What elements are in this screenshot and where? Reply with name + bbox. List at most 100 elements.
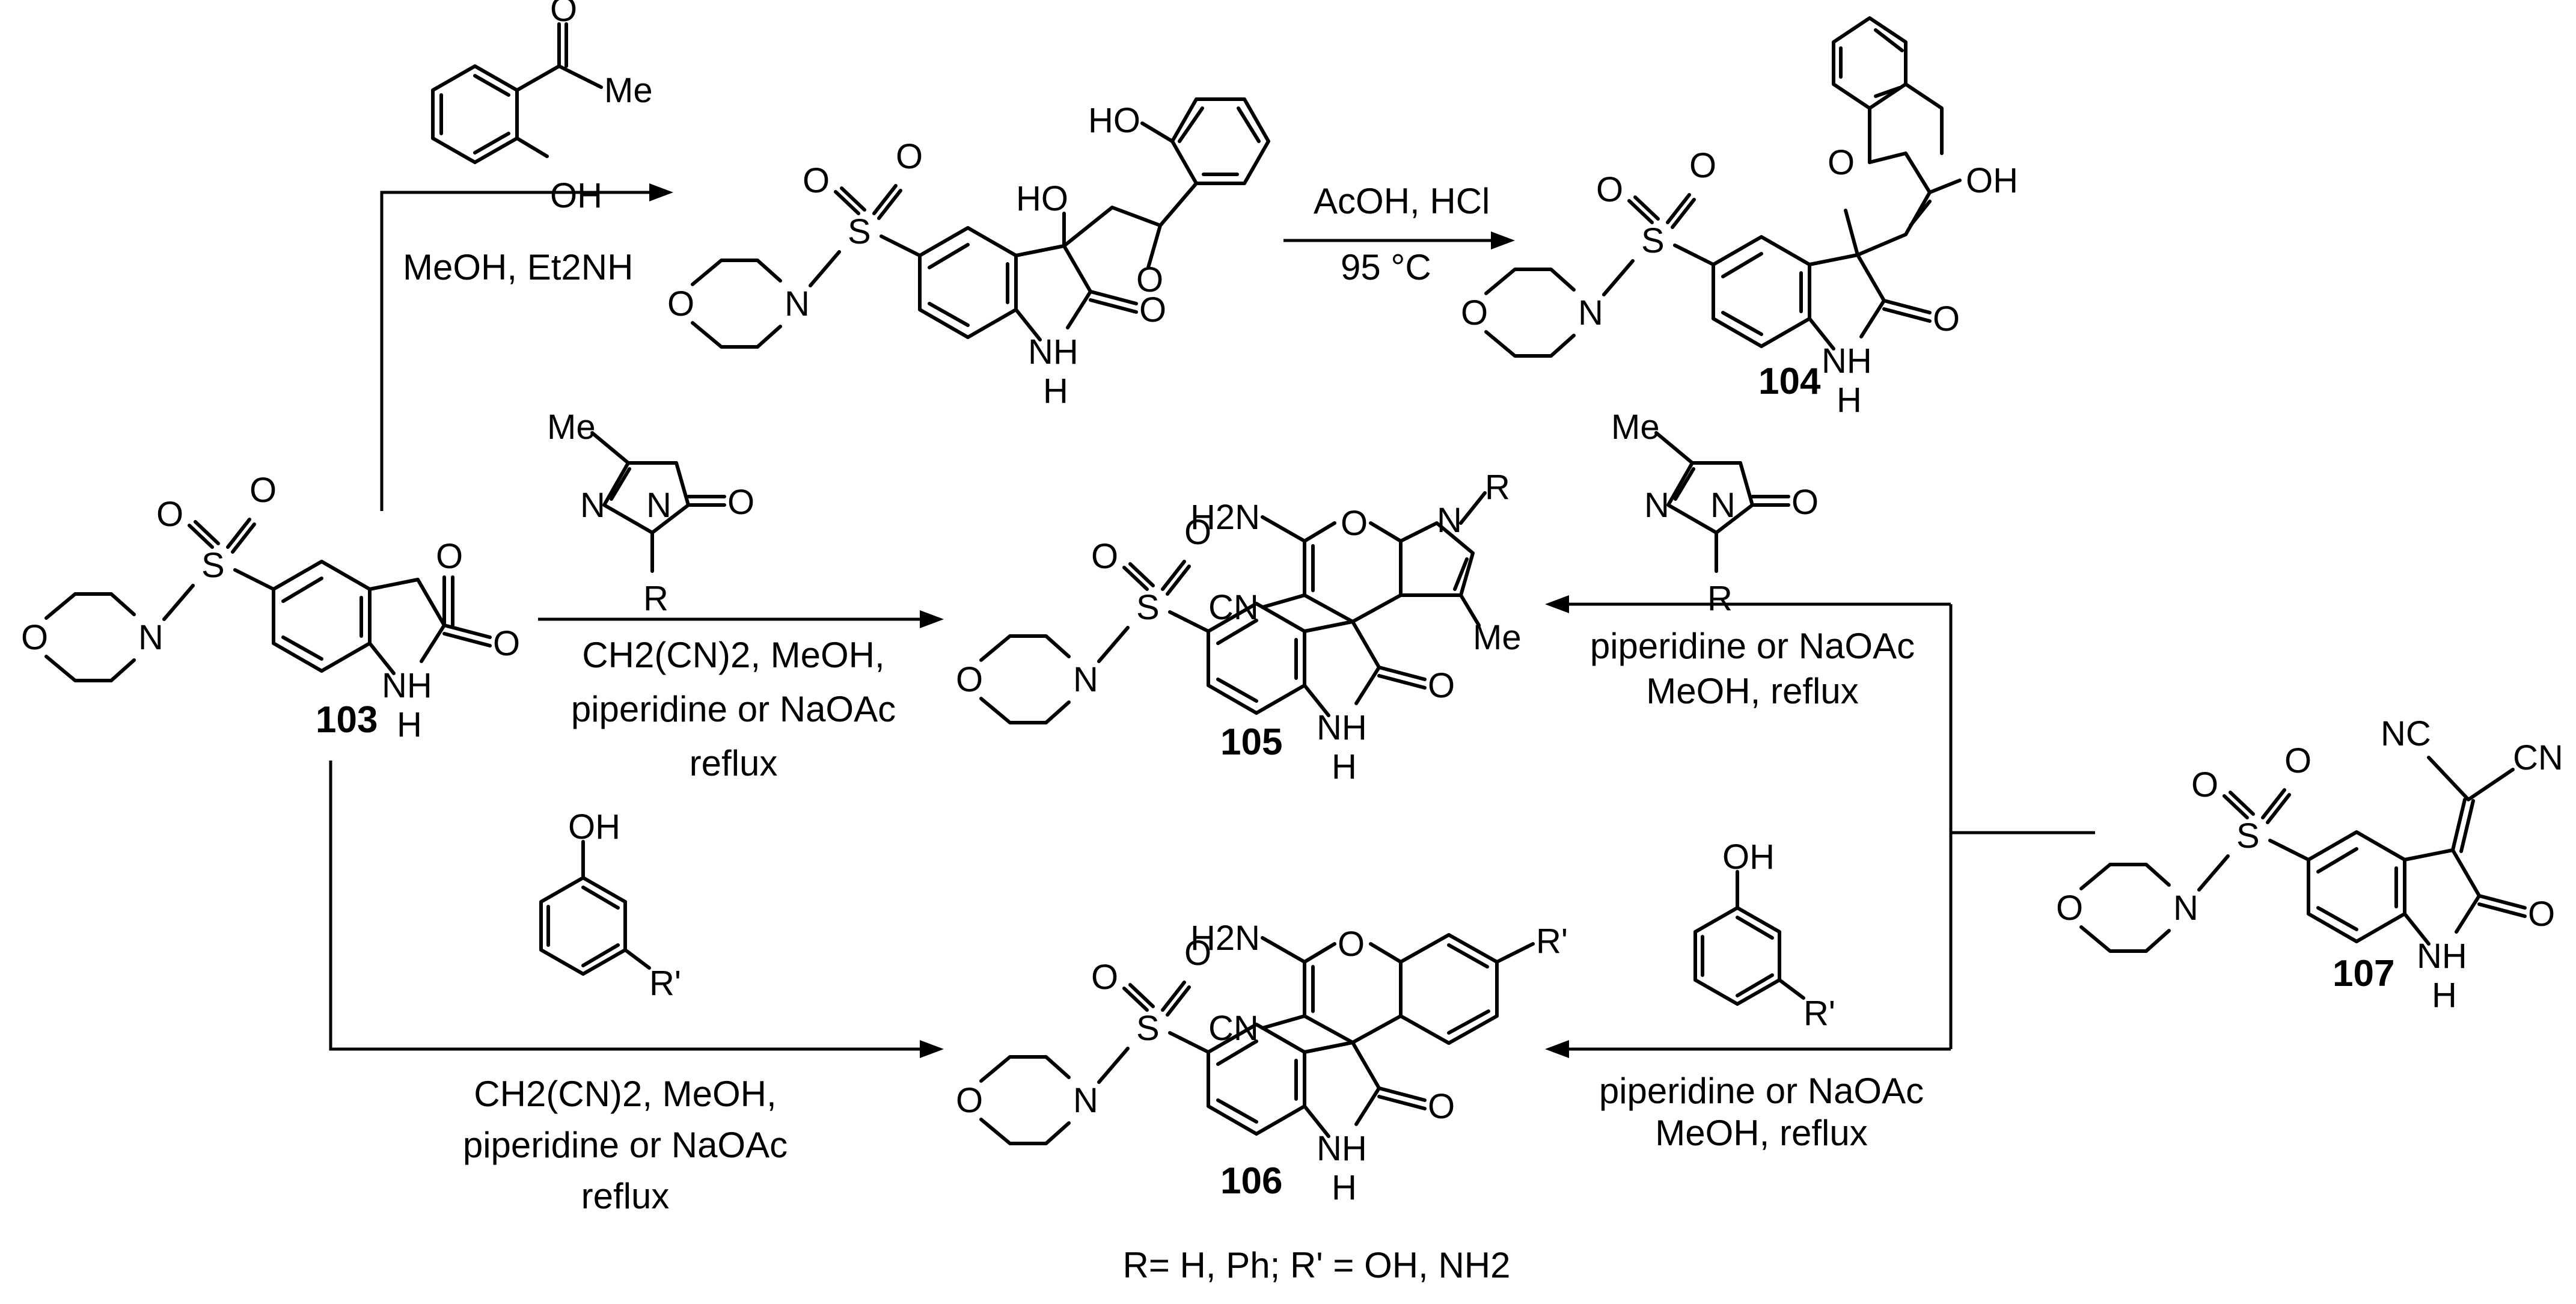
svg-text:R: R (643, 579, 668, 618)
svg-text:O: O (1184, 513, 1211, 552)
svg-text:Me: Me (547, 408, 596, 447)
svg-text:H: H (1332, 1168, 1357, 1207)
svg-text:NH: NH (1822, 341, 1872, 381)
svg-text:H: H (1332, 747, 1357, 786)
svg-text:OH: OH (1966, 161, 2018, 200)
reagent-phenol-left: OH R' (541, 807, 681, 1003)
svg-text:S: S (1641, 221, 1665, 260)
svg-text:S: S (1136, 588, 1160, 627)
svg-text:N: N (1437, 501, 1462, 540)
svg-text:H2N: H2N (1190, 498, 1260, 537)
keto-o-103: O (436, 537, 463, 576)
svg-text:S: S (848, 212, 871, 251)
label-106: 106 (1220, 1160, 1282, 1202)
svg-text:O: O (956, 660, 983, 699)
svg-text:O: O (2528, 895, 2555, 934)
svg-text:O: O (1139, 290, 1166, 329)
svg-text:NH: NH (1317, 1129, 1367, 1168)
nh-103: NH (382, 666, 432, 705)
arrow-103-to-106 (329, 761, 926, 1051)
svg-text:OH: OH (568, 807, 620, 846)
svg-text:R: R (1707, 579, 1733, 618)
cond-bot-right-1: piperidine or NaOAc (1599, 1071, 1924, 1111)
sulfonyl-o2-103: O (249, 471, 277, 510)
svg-text:H: H (1837, 381, 1862, 420)
cond-top-left: MeOH, Et2NH (403, 247, 633, 287)
svg-text:O: O (2191, 765, 2218, 804)
svg-text:O: O (1184, 934, 1211, 973)
label-107: 107 (2333, 953, 2394, 994)
svg-text:O: O (550, 0, 577, 29)
cond-mid-right-1: piperidine or NaOAc (1590, 626, 1915, 666)
sulfur-103: S (201, 546, 225, 585)
svg-text:N: N (1073, 1081, 1098, 1120)
compound-106: O N S O O O NH H O H2N CN R' (956, 919, 1568, 1207)
footnote-substituents: R= H, Ph; R' = OH, NH2 (1123, 1245, 1511, 1285)
svg-text:O: O (1428, 1087, 1455, 1126)
svg-text:N: N (785, 284, 810, 323)
svg-text:CN: CN (1208, 1009, 1259, 1048)
compound-103: O N S O O O O NH H (21, 471, 520, 744)
svg-text:N: N (646, 486, 672, 525)
svg-text:O: O (1596, 170, 1623, 209)
svg-text:N: N (1710, 486, 1736, 525)
svg-text:O: O (1091, 958, 1118, 997)
svg-text:HO: HO (1016, 179, 1068, 218)
svg-text:O: O (1091, 537, 1118, 576)
svg-text:Me: Me (1611, 408, 1660, 447)
cond-bot-right-2: MeOH, reflux (1655, 1113, 1867, 1153)
svg-text:O: O (667, 284, 694, 323)
svg-text:O: O (1428, 666, 1455, 705)
compound-107: O N S O O O NH H NC CN (2056, 714, 2563, 1015)
svg-text:CN: CN (2513, 738, 2563, 777)
svg-text:O: O (727, 483, 754, 522)
svg-text:N: N (580, 486, 605, 525)
label-105: 105 (1220, 721, 1282, 763)
aldol-intermediate: O N S O O O NH H HO O HO (667, 97, 1270, 411)
svg-text:N: N (1644, 486, 1669, 525)
svg-text:R': R' (649, 964, 681, 1003)
svg-text:OH: OH (1722, 837, 1775, 877)
svg-text:O: O (2056, 889, 2083, 928)
sulfonyl-o1-103: O (156, 495, 183, 534)
svg-text:NC: NC (2381, 714, 2431, 753)
cond-mid-left-3: reflux (690, 743, 778, 783)
svg-text:O: O (1933, 299, 1960, 338)
compound-104: O N S O O O NH H O OH (1461, 16, 2018, 420)
svg-text:R': R' (1536, 922, 1568, 961)
svg-text:R: R (1485, 468, 1510, 507)
svg-text:O: O (1828, 143, 1855, 182)
svg-text:O: O (2284, 741, 2311, 780)
svg-text:Me: Me (604, 71, 653, 110)
svg-text:HO: HO (1088, 101, 1140, 140)
svg-text:O: O (1791, 483, 1819, 522)
svg-text:N: N (2173, 889, 2198, 928)
label-104: 104 (1758, 361, 1821, 402)
morpholine-o-103: O (21, 618, 48, 657)
reagent-phenol-right: OH R' (1695, 837, 1835, 1033)
svg-text:O: O (896, 137, 923, 176)
svg-text:OH: OH (550, 176, 602, 215)
svg-text:CN: CN (1208, 588, 1259, 627)
cond-bot-left-1: CH2(CN)2, MeOH, (474, 1074, 776, 1114)
reagent-hydroxyacetophenone: O Me OH (431, 0, 653, 215)
arrow-103-to-intermediate (380, 191, 655, 511)
cond-mid-right-2: MeOH, reflux (1646, 671, 1858, 711)
svg-text:NH: NH (1028, 332, 1078, 372)
nh-h-103: H (397, 705, 422, 744)
svg-text:N: N (1578, 293, 1603, 332)
svg-text:H: H (2432, 976, 2457, 1015)
svg-text:S: S (1136, 1009, 1160, 1048)
cond-mid-left-2: piperidine or NaOAc (571, 689, 896, 729)
svg-text:S: S (2236, 816, 2260, 856)
svg-text:O: O (1689, 146, 1716, 185)
compound-105: O N S O O O NH H O H2N CN N R Me (956, 468, 1522, 786)
lactam-o-103: O (493, 624, 520, 663)
svg-text:O: O (1341, 504, 1368, 543)
svg-text:R': R' (1804, 994, 1835, 1033)
cond-mid-left-1: CH2(CN)2, MeOH, (582, 635, 884, 675)
svg-text:Me: Me (1473, 618, 1522, 657)
label-103: 103 (316, 699, 378, 741)
cond-top-right-2: 95 °C (1341, 247, 1431, 287)
